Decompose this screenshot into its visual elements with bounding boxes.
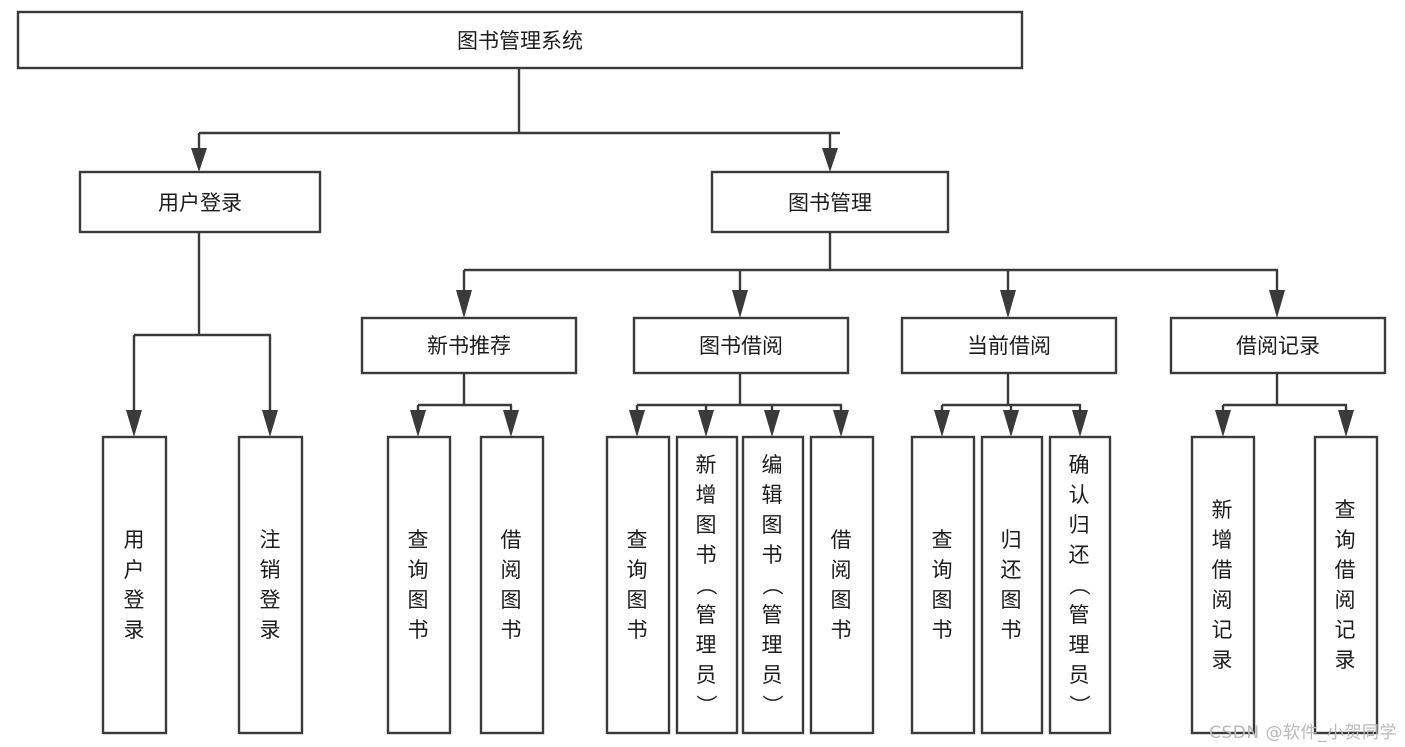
node-book-borrow[interactable]: 图书借阅: [632, 316, 850, 375]
arrow-head-leaf-query-book-1: [410, 410, 426, 437]
node-leaf-user-login[interactable]: 用户登录: [101, 435, 168, 735]
node-leaf-add-book[interactable]: 新增图书管理员 （ ）: [675, 435, 739, 735]
arrow-head-current-borrow: [1000, 290, 1016, 318]
node-leaf-return-book-label: 归还图书: [1001, 528, 1022, 642]
node-borrow-record-label: 借阅记录: [1236, 334, 1320, 358]
node-leaf-borrow-book-2-label: 借阅图书: [831, 528, 852, 642]
svg-text:）: ）: [1067, 695, 1091, 716]
node-leaf-confirm-return-label: 确认归还管理员: [1069, 453, 1090, 687]
arrow-head-book-borrow: [732, 290, 748, 318]
node-book-borrow-label: 图书借阅: [699, 334, 783, 358]
arrow-head-book-manage: [822, 148, 838, 172]
arrow-head-borrow-record: [1269, 290, 1285, 318]
svg-text:（: （: [760, 575, 784, 596]
node-leaf-query-book-1-box[interactable]: [386, 435, 452, 735]
node-book-manage[interactable]: 图书管理: [710, 170, 950, 234]
arrow-head-leaf-return-book: [1003, 410, 1019, 437]
node-leaf-borrow-book-1[interactable]: 借阅图书: [479, 435, 545, 735]
node-current-borrow[interactable]: 当前借阅: [900, 316, 1118, 375]
arrow-head-leaf-query-book-3: [934, 410, 950, 437]
node-new-book-recommend[interactable]: 新书推荐: [360, 316, 578, 375]
node-leaf-borrow-book-1-label: 借阅图书: [501, 528, 522, 642]
node-leaf-query-book-3[interactable]: 查询图书: [910, 435, 976, 735]
arrow-head-new-book-recommend: [456, 290, 472, 318]
node-leaf-return-book-box[interactable]: [980, 435, 1044, 735]
arrow-head-leaf-query-record: [1338, 410, 1354, 437]
node-leaf-user-login-box[interactable]: [101, 435, 168, 735]
node-leaf-borrow-book-2[interactable]: 借阅图书: [809, 435, 875, 735]
node-user-login-box[interactable]: [78, 170, 322, 234]
arrow-head-leaf-add-book: [698, 410, 714, 437]
arrow-head-leaf-borrow-book-2: [833, 410, 849, 437]
node-leaf-confirm-return[interactable]: 确认归还管理员 （ ）: [1048, 435, 1112, 735]
node-leaf-borrow-book-2-box[interactable]: [809, 435, 875, 735]
node-leaf-add-record[interactable]: 新增借阅记录: [1190, 435, 1256, 735]
node-leaf-query-record-label: 查询借阅记录: [1335, 498, 1356, 672]
node-leaf-query-book-2-label: 查询图书: [627, 528, 648, 642]
connectors-group: [126, 68, 1354, 437]
node-leaf-edit-book-label: 编辑图书管理员: [762, 453, 783, 687]
node-borrow-record[interactable]: 借阅记录: [1169, 316, 1387, 375]
node-current-borrow-box[interactable]: [900, 316, 1118, 375]
node-leaf-query-book-3-box[interactable]: [910, 435, 976, 735]
node-book-borrow-box[interactable]: [632, 316, 850, 375]
node-leaf-query-book-2[interactable]: 查询图书: [605, 435, 671, 735]
node-leaf-query-book-1-label: 查询图书: [408, 528, 429, 642]
node-user-login[interactable]: 用户登录: [78, 170, 322, 234]
svg-text:）: ）: [694, 695, 718, 716]
arrow-head-leaf-user-login: [126, 410, 142, 437]
node-borrow-record-box[interactable]: [1169, 316, 1387, 375]
arrow-head-leaf-query-book-2: [629, 410, 645, 437]
arrow-head-leaf-confirm-return: [1072, 410, 1088, 437]
arrow-head-leaf-edit-book: [764, 410, 780, 437]
node-leaf-query-book-2-box[interactable]: [605, 435, 671, 735]
node-leaf-add-book-label: 新增图书管理员: [696, 453, 717, 687]
svg-text:（: （: [1067, 575, 1091, 596]
node-leaf-user-login-label: 用户登录: [124, 528, 145, 642]
node-new-book-recommend-label: 新书推荐: [427, 334, 511, 358]
node-leaf-query-book-3-label: 查询图书: [932, 528, 953, 642]
node-root-label: 图书管理系统: [457, 29, 583, 53]
node-user-login-label: 用户登录: [158, 191, 242, 215]
node-leaf-edit-book-box[interactable]: [741, 435, 805, 735]
node-leaf-query-record[interactable]: 查询借阅记录: [1313, 435, 1379, 735]
node-new-book-recommend-box[interactable]: [360, 316, 578, 375]
node-leaf-borrow-book-1-box[interactable]: [479, 435, 545, 735]
node-leaf-logout-label: 注销登录: [260, 528, 281, 642]
node-leaf-edit-book[interactable]: 编辑图书管理员 （ ）: [741, 435, 805, 735]
node-leaf-add-record-label: 新增借阅记录: [1212, 498, 1233, 672]
node-leaf-add-record-box[interactable]: [1190, 435, 1256, 735]
arrow-head-leaf-borrow-book-1: [503, 410, 519, 437]
svg-text:（: （: [694, 575, 718, 596]
node-leaf-add-book-box[interactable]: [675, 435, 739, 735]
node-leaf-query-record-box[interactable]: [1313, 435, 1379, 735]
watermark: CSDN @软件_小贺同学: [1209, 723, 1397, 743]
node-leaf-logout[interactable]: 注销登录: [237, 435, 304, 735]
arrow-head-user-login: [191, 148, 207, 172]
svg-text:）: ）: [760, 695, 784, 716]
node-leaf-logout-box[interactable]: [237, 435, 304, 735]
node-leaf-confirm-return-box[interactable]: [1048, 435, 1112, 735]
node-leaf-query-book-1[interactable]: 查询图书: [386, 435, 452, 735]
node-leaf-return-book[interactable]: 归还图书: [980, 435, 1044, 735]
node-book-manage-box[interactable]: [710, 170, 950, 234]
node-current-borrow-label: 当前借阅: [967, 334, 1051, 358]
arrow-head-leaf-logout: [262, 410, 278, 437]
node-root-box[interactable]: [16, 10, 1024, 70]
node-book-manage-label: 图书管理: [788, 191, 872, 215]
arrow-head-leaf-add-record: [1215, 410, 1231, 437]
node-root[interactable]: 图书管理系统: [16, 10, 1024, 70]
